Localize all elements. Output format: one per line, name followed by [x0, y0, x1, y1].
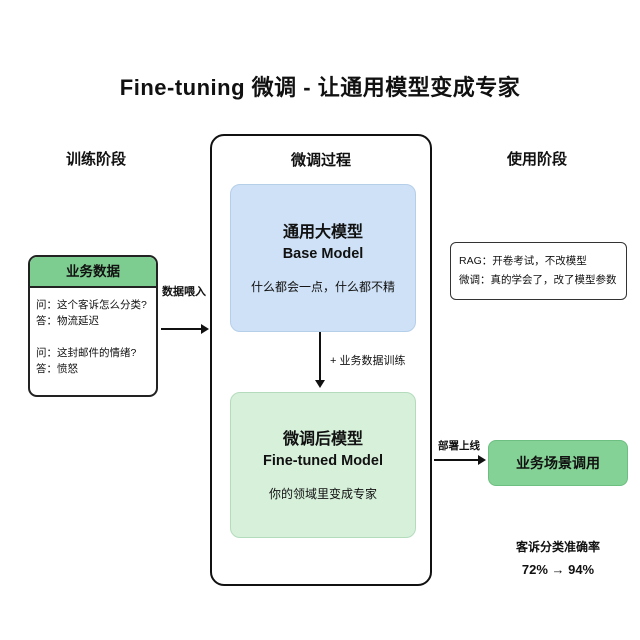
finetune-process-container: 微调过程 通用大模型 Base Model 什么都会一点，什么都不精 微调后模型… — [210, 134, 432, 586]
qa-line: 答：愤怒 — [36, 363, 78, 375]
arrow-head-icon — [478, 455, 486, 465]
feed-arrow-label: 数据喂入 — [162, 286, 206, 298]
business-data-box: 业务数据 问：这个客诉怎么分类? 答：物流延迟 问：这封邮件的情绪? 答：愤怒 — [28, 255, 158, 397]
deploy-arrow-label: 部署上线 — [438, 440, 480, 452]
qa-line — [36, 329, 150, 345]
metric-value: 72% → 94% — [521, 562, 595, 577]
process-title: 微调过程 — [290, 152, 351, 169]
rag-note-line1: RAG：开卷考试，不改模型 — [459, 255, 587, 267]
business-data-header: 业务数据 — [30, 257, 156, 288]
finetuned-model-box: 微调后模型 Fine-tuned Model 你的领域里变成专家 — [230, 392, 416, 538]
finetuned-model-subtitle: Fine-tuned Model — [262, 452, 383, 469]
base-model-title: 通用大模型 — [282, 223, 363, 241]
base-model-box: 通用大模型 Base Model 什么都会一点，什么都不精 — [230, 184, 416, 332]
feed-arrow — [161, 324, 209, 334]
base-model-desc: 什么都会一点，什么都不精 — [250, 280, 395, 295]
qa-line: 问：这封邮件的情绪? — [36, 347, 137, 359]
training-arrow-label: + 业务数据训练 — [330, 355, 406, 367]
deploy-arrow — [434, 455, 486, 465]
base-model-subtitle: Base Model — [282, 245, 364, 262]
rag-note-line2: 微调：真的学会了，改了模型参数 — [459, 273, 617, 286]
page-title: Fine-tuning 微调 - 让通用模型变成专家 — [119, 75, 521, 100]
stage-label-usage: 使用阶段 — [506, 151, 567, 168]
metric-label: 客诉分类准确率 — [515, 540, 600, 554]
arrow-head-icon — [315, 380, 325, 388]
stage-label-training: 训练阶段 — [65, 151, 126, 168]
business-data-body: 问：这个客诉怎么分类? 答：物流延迟 问：这封邮件的情绪? 答：愤怒 — [30, 288, 156, 386]
qa-line: 答：物流延迟 — [36, 315, 99, 327]
qa-line: 问：这个客诉怎么分类? — [36, 299, 147, 311]
training-arrow — [315, 332, 325, 388]
arrow-head-icon — [201, 324, 209, 334]
finetuned-model-title: 微调后模型 — [282, 430, 363, 448]
usage-scenario-box: 业务场景调用 — [488, 440, 628, 486]
rag-note-box: RAG：开卷考试，不改模型 微调：真的学会了，改了模型参数 — [450, 242, 627, 300]
finetuned-model-desc: 你的领域里变成专家 — [268, 487, 377, 502]
